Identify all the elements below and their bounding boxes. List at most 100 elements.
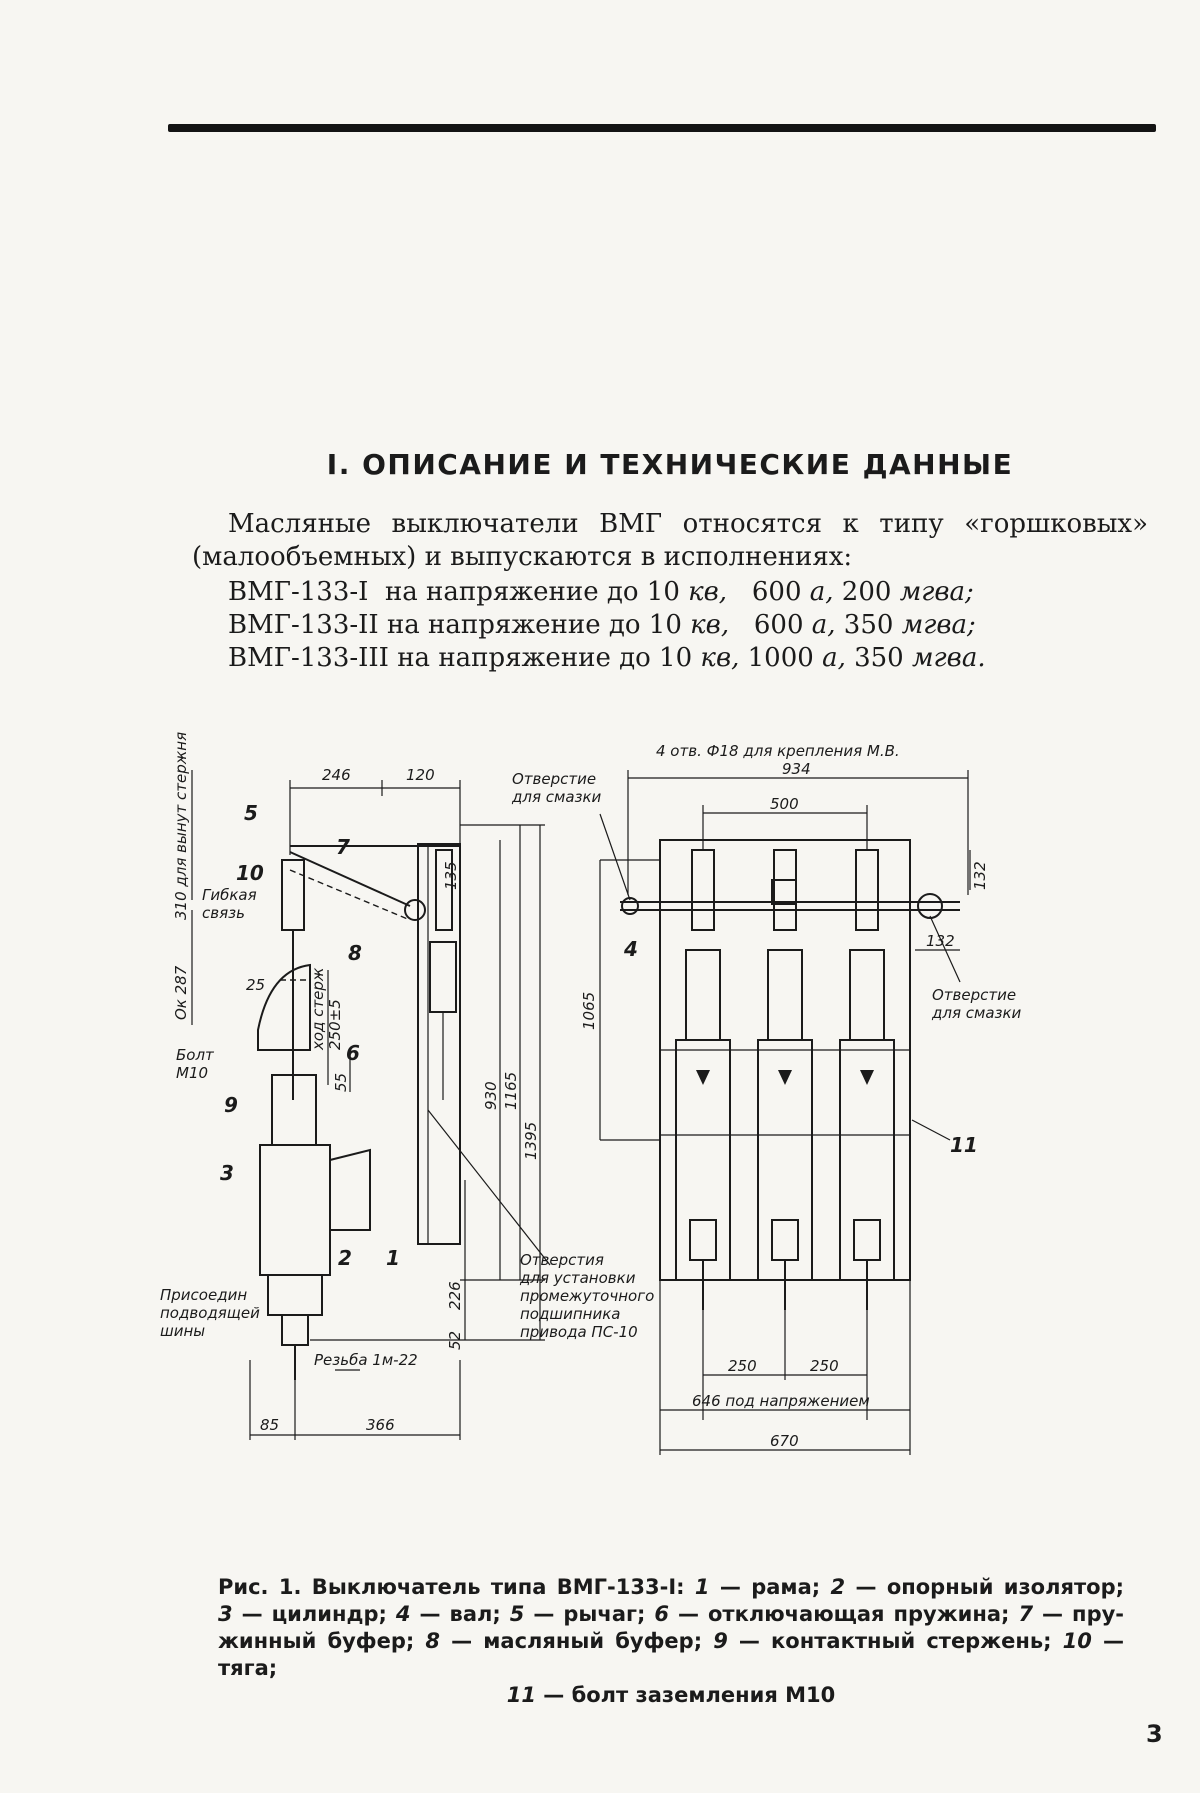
note-lube-left: для смазки (511, 788, 602, 806)
bus-terminal (282, 1315, 308, 1345)
pole-2 (758, 850, 812, 1310)
dim-label: 250±5 (326, 999, 344, 1050)
dim-label: 85 (260, 1416, 279, 1434)
variant-list: ВМГ-133-I на напряжение до 10 кв, 600 а,… (228, 576, 986, 675)
caption-text: Рис. 1. Выключатель типа ВМГ-133-I: (218, 1575, 695, 1599)
dim-label: 250 (810, 1357, 839, 1375)
part-number-9: 9 (224, 1093, 238, 1117)
dim-label: 646 под напряжением (692, 1392, 870, 1410)
part-number-8: 8 (348, 941, 362, 965)
dim-label: 1065 (580, 992, 598, 1030)
pole-insulator (768, 950, 802, 1040)
dim-label: 934 (782, 760, 811, 778)
variant-current: 1000 (739, 643, 822, 673)
caption-num: 2 (831, 1575, 846, 1599)
note-busbar: шины (160, 1322, 205, 1340)
variant-power: 350 (846, 643, 912, 673)
note-hole: для установки (519, 1269, 636, 1287)
oil-buffer (430, 942, 456, 1012)
pole-mark (778, 1070, 792, 1085)
variant-unit: кв, (688, 577, 727, 607)
section-heading: I. ОПИСАНИЕ И ТЕХНИЧЕСКИЕ ДАННЫЕ (300, 448, 1040, 481)
note-busbar: Присоедин (160, 1286, 247, 1304)
technical-drawing-svg: 246 120 310 для вынут стержня Ок 287 25 … (160, 720, 1160, 1550)
variant-model: ВМГ-133-I (228, 577, 368, 607)
caption-text: — вал; (411, 1602, 510, 1626)
caption-num: 9 (713, 1629, 728, 1653)
caption-num: 1 (695, 1575, 710, 1599)
frame-front (660, 840, 910, 1280)
part-number-1: 1 (386, 1246, 400, 1270)
dim-label: ход стерж (309, 967, 327, 1051)
caption-text: жинный буфер; (218, 1629, 425, 1653)
variant-unit: мгва; (902, 610, 976, 640)
variant-unit: а, (810, 577, 834, 607)
note-hole: привода ПС-10 (520, 1323, 638, 1341)
part-number-3: 3 (220, 1161, 234, 1185)
caption-num: 3 (218, 1602, 233, 1626)
pole-terminal (772, 1220, 798, 1260)
dim-label: 4 отв. Ф18 для крепления М.В. (656, 742, 900, 760)
caption-text: — рама; (710, 1575, 831, 1599)
shaft-end (918, 894, 942, 918)
lube-leader-left (600, 814, 630, 900)
pole-rod (774, 850, 796, 930)
dim-label: 25 (246, 976, 265, 994)
pole-rod (692, 850, 714, 930)
ground-leader (912, 1120, 950, 1140)
cylinder (260, 1145, 330, 1275)
note-hole: промежуточного (520, 1287, 654, 1305)
variant-current: 600 (729, 610, 812, 640)
pole-mark (696, 1070, 710, 1085)
dim-label: Ок 287 (172, 965, 190, 1020)
dim-label: 366 (366, 1416, 395, 1434)
note-lube-left: Отверстие (512, 770, 596, 788)
variant-line-3: ВМГ-133-III на напряжение до 10 кв, 1000… (228, 642, 986, 675)
dim-label: 246 (322, 766, 351, 784)
caption-num: 10 (1063, 1629, 1092, 1653)
part-number-4: 4 (623, 937, 638, 961)
top-rule (168, 124, 1156, 132)
dim-label: 135 (442, 861, 460, 890)
part-number-5: 5 (244, 801, 258, 825)
switch-drawing: 246 120 310 для вынут стержня Ок 287 25 … (160, 720, 1160, 1550)
front-view: 4 отв. Ф18 для крепления М.В. 934 500 13… (511, 742, 1022, 1455)
dim-label: 55 (332, 1073, 350, 1092)
cylinder-bottom (268, 1275, 322, 1315)
frame-side (418, 844, 460, 1244)
caption-num: 5 (510, 1602, 525, 1626)
lever-arm (290, 852, 410, 906)
dim-label: 120 (406, 766, 435, 784)
note-flex-link: связь (202, 904, 245, 922)
variant-line-1: ВМГ-133-I на напряжение до 10 кв, 600 а,… (228, 576, 986, 609)
intro-paragraph: Масляные выключатели ВМГ относятся к тип… (192, 508, 1148, 574)
variant-line-2: ВМГ-133-II на напряжение до 10 кв, 600 а… (228, 609, 986, 642)
variant-unit: а, (822, 643, 846, 673)
caption-num: 11 (507, 1683, 536, 1707)
pole-rod (856, 850, 878, 930)
dim-label: 132 (971, 861, 989, 890)
caption-num: 8 (425, 1629, 440, 1653)
caption-text: — контактный стержень; (728, 1629, 1063, 1653)
caption-line-4: 11 — болт заземления М10 (218, 1682, 1124, 1709)
variant-model: ВМГ-133-II (228, 610, 379, 640)
variant-text: на напряжение до 10 (379, 610, 690, 640)
dim-label: 670 (770, 1432, 799, 1450)
dim-label: 132 (926, 932, 955, 950)
variant-text: на напряжение до 10 (389, 643, 700, 673)
part-number-10: 10 (236, 861, 264, 885)
note-bolt: Болт (176, 1046, 215, 1064)
caption-line-1: Рис. 1. Выключатель типа ВМГ-133-I: 1 — … (218, 1574, 1124, 1601)
note-thread: Резьба 1м-22 (314, 1351, 418, 1369)
caption-text: — опорный изолятор; (845, 1575, 1124, 1599)
side-view: 246 120 310 для вынут стержня Ок 287 25 … (160, 732, 654, 1440)
pole-1 (676, 850, 730, 1310)
pole-terminal (854, 1220, 880, 1260)
lever-arm-alt (290, 870, 410, 920)
part-number-7: 7 (336, 835, 350, 859)
part-number-6: 6 (346, 1041, 360, 1065)
caption-line-2: 3 — цилиндр; 4 — вал; 5 — рычаг; 6 — отк… (218, 1601, 1124, 1628)
caption-num: 6 (654, 1602, 669, 1626)
dim-label: 930 (482, 1081, 500, 1110)
caption-text: — масляный буфер; (440, 1629, 713, 1653)
